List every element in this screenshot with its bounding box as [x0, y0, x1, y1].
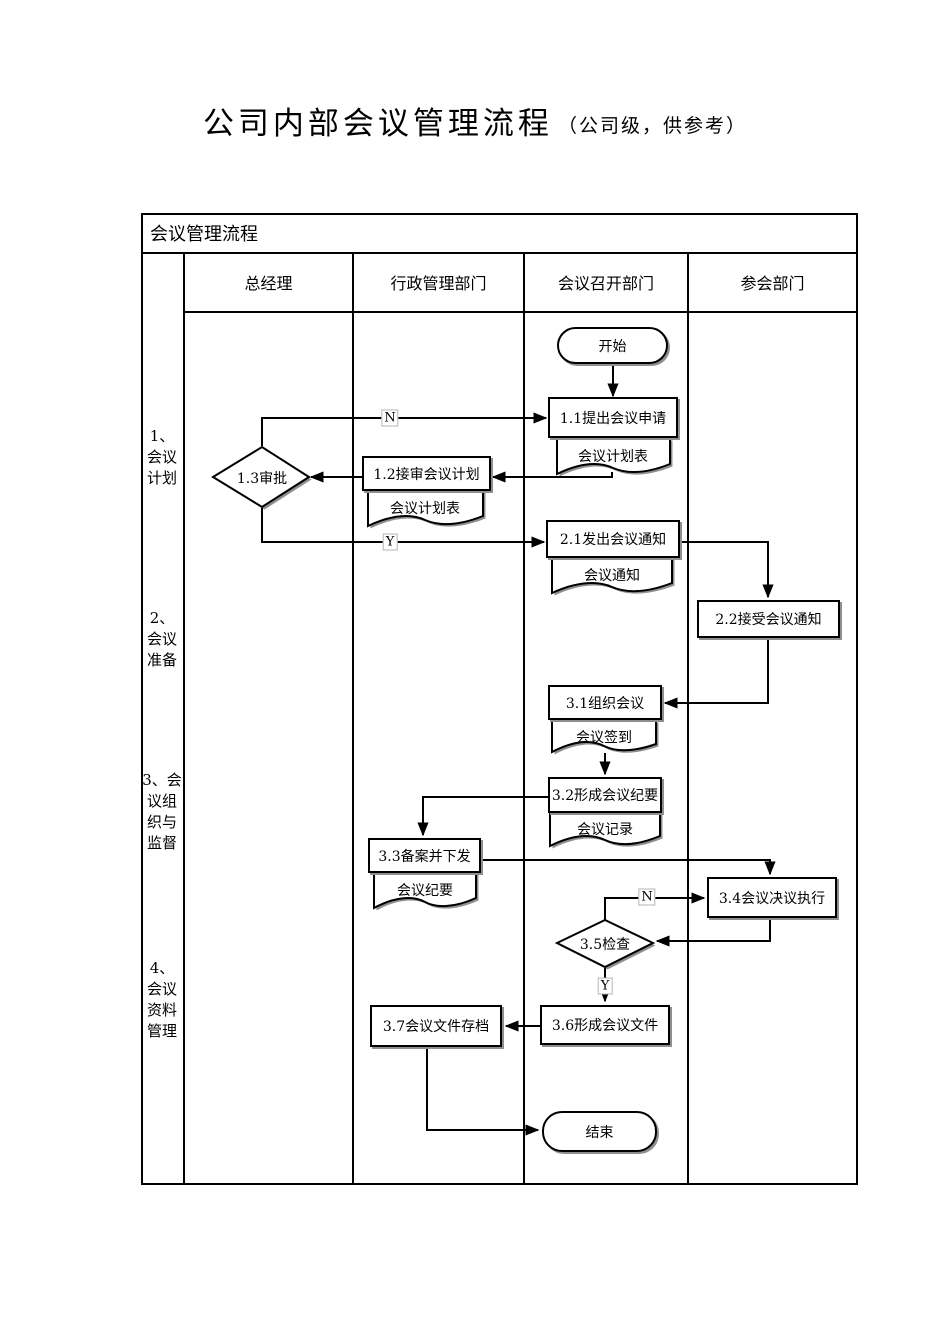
phase-label-meeting-plan: 1、 会议 计划	[146, 427, 177, 487]
document-meeting-signin-label: 会议签到	[576, 730, 632, 746]
step-3-6-form-meeting-files: 3.6形成会议文件	[540, 1005, 670, 1045]
lane-header-attending-dept: 参会部门	[740, 273, 805, 293]
lane-header-general-manager: 总经理	[244, 273, 293, 293]
table-header-divider	[183, 311, 856, 313]
end-terminator: 结束	[542, 1111, 657, 1152]
document-meeting-plan-form-2-label: 会议计划表	[390, 501, 460, 517]
page-title: 公司内部会议管理流程	[202, 106, 553, 142]
document-meeting-record-label: 会议记录	[577, 822, 633, 838]
phase-label-meeting-prep: 2、 会议 准备	[146, 609, 177, 669]
phase-label-meeting-org: 3、会 议组 织与 监督	[142, 771, 182, 852]
page-title-row: 公司内部会议管理流程 （公司级，供参考）	[0, 98, 950, 143]
step-3-3-file-and-distribute: 3.3备案并下发	[368, 838, 481, 873]
branch-label-approve-no: N	[381, 409, 399, 427]
step-3-4-execute-resolutions: 3.4会议决议执行	[707, 877, 837, 918]
branch-label-check-yes: Y	[597, 977, 613, 995]
lane-header-convening-dept: 会议召开部门	[557, 273, 654, 293]
document-meeting-minutes-label: 会议纪要	[397, 883, 453, 899]
step-3-1-organize-meeting: 3.1组织会议	[548, 685, 662, 720]
lane-divider-1	[352, 252, 354, 1184]
document-meeting-plan-form-1-label: 会议计划表	[578, 449, 648, 465]
branch-label-check-no: N	[638, 888, 656, 906]
table-caption-divider	[143, 252, 856, 254]
branch-label-approve-yes: Y	[382, 533, 398, 551]
start-terminator: 开始	[557, 327, 668, 364]
step-1-2-review-meeting-plan: 1.2接审会议计划	[362, 456, 491, 491]
lane-divider-rowlabels	[183, 252, 185, 1184]
step-2-1-issue-meeting-notice: 2.1发出会议通知	[546, 520, 680, 558]
table-caption: 会议管理流程	[150, 224, 258, 245]
step-2-2-receive-meeting-notice: 2.2接受会议通知	[697, 600, 840, 638]
decision-check-label: 3.5检查	[579, 937, 631, 953]
step-1-1-submit-meeting-request: 1.1提出会议申请	[548, 397, 678, 438]
swimlane-table-border	[141, 213, 858, 1185]
lane-header-admin-dept: 行政管理部门	[390, 273, 487, 293]
step-3-7-archive-meeting-files: 3.7会议文件存档	[370, 1005, 502, 1047]
decision-approve-label: 1.3审批	[236, 471, 288, 487]
page-subtitle: （公司级，供参考）	[558, 115, 748, 137]
lane-divider-3	[687, 252, 689, 1184]
phase-label-meeting-archive: 4、 会议 资料 管理	[146, 959, 177, 1040]
document-meeting-notice-label: 会议通知	[584, 568, 640, 584]
step-3-2-form-meeting-minutes: 3.2形成会议纪要	[548, 777, 662, 813]
lane-divider-2	[523, 252, 525, 1184]
